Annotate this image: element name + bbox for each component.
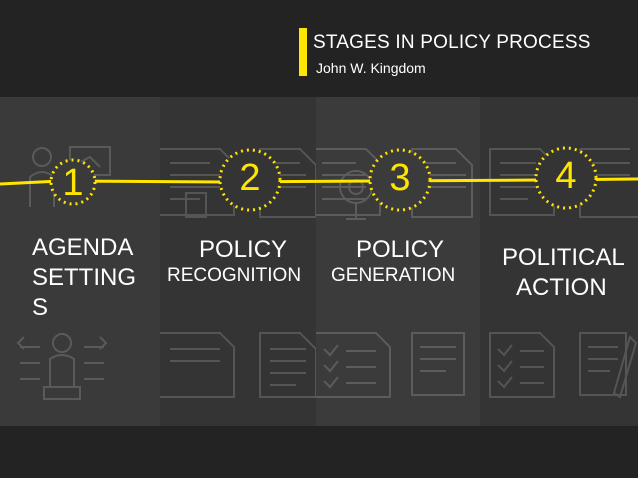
stage-circle-1	[49, 158, 97, 206]
title-accent-bar	[299, 28, 307, 76]
stage-number-4: 4	[555, 155, 577, 197]
stage-label-4-line1: POLITICAL	[502, 244, 625, 271]
stages-band	[0, 97, 638, 426]
stage-circle-4	[534, 146, 598, 210]
stage-panel-3	[316, 97, 480, 426]
stage-circle-2	[218, 148, 282, 212]
target-document-icon	[316, 148, 473, 398]
stage-number-1: 1	[62, 162, 84, 204]
stage-label-3-line1: POLICY	[356, 236, 445, 263]
stage-number-3: 3	[389, 157, 411, 199]
stage-label-3-line2: GENERATION	[331, 265, 456, 286]
stage-label-1-line2: SETTING	[32, 264, 137, 291]
timeline	[0, 146, 638, 212]
stage-label-2-line1: POLICY	[199, 236, 288, 263]
stage-number-2: 2	[239, 157, 261, 199]
stage-panel-2	[160, 97, 316, 426]
stage-label-1-line1: AGENDA	[32, 234, 134, 261]
stage-circle-3	[368, 148, 432, 212]
stage-label-4-line2: ACTION	[516, 274, 607, 301]
slide-title: STAGES IN POLICY PROCESS	[313, 32, 591, 53]
document-icon	[160, 148, 316, 398]
slide-subtitle: John W. Kingdom	[316, 60, 426, 76]
stage-label-1-line3: S	[32, 294, 49, 321]
stage-label-2-line2: RECOGNITION	[167, 265, 302, 286]
